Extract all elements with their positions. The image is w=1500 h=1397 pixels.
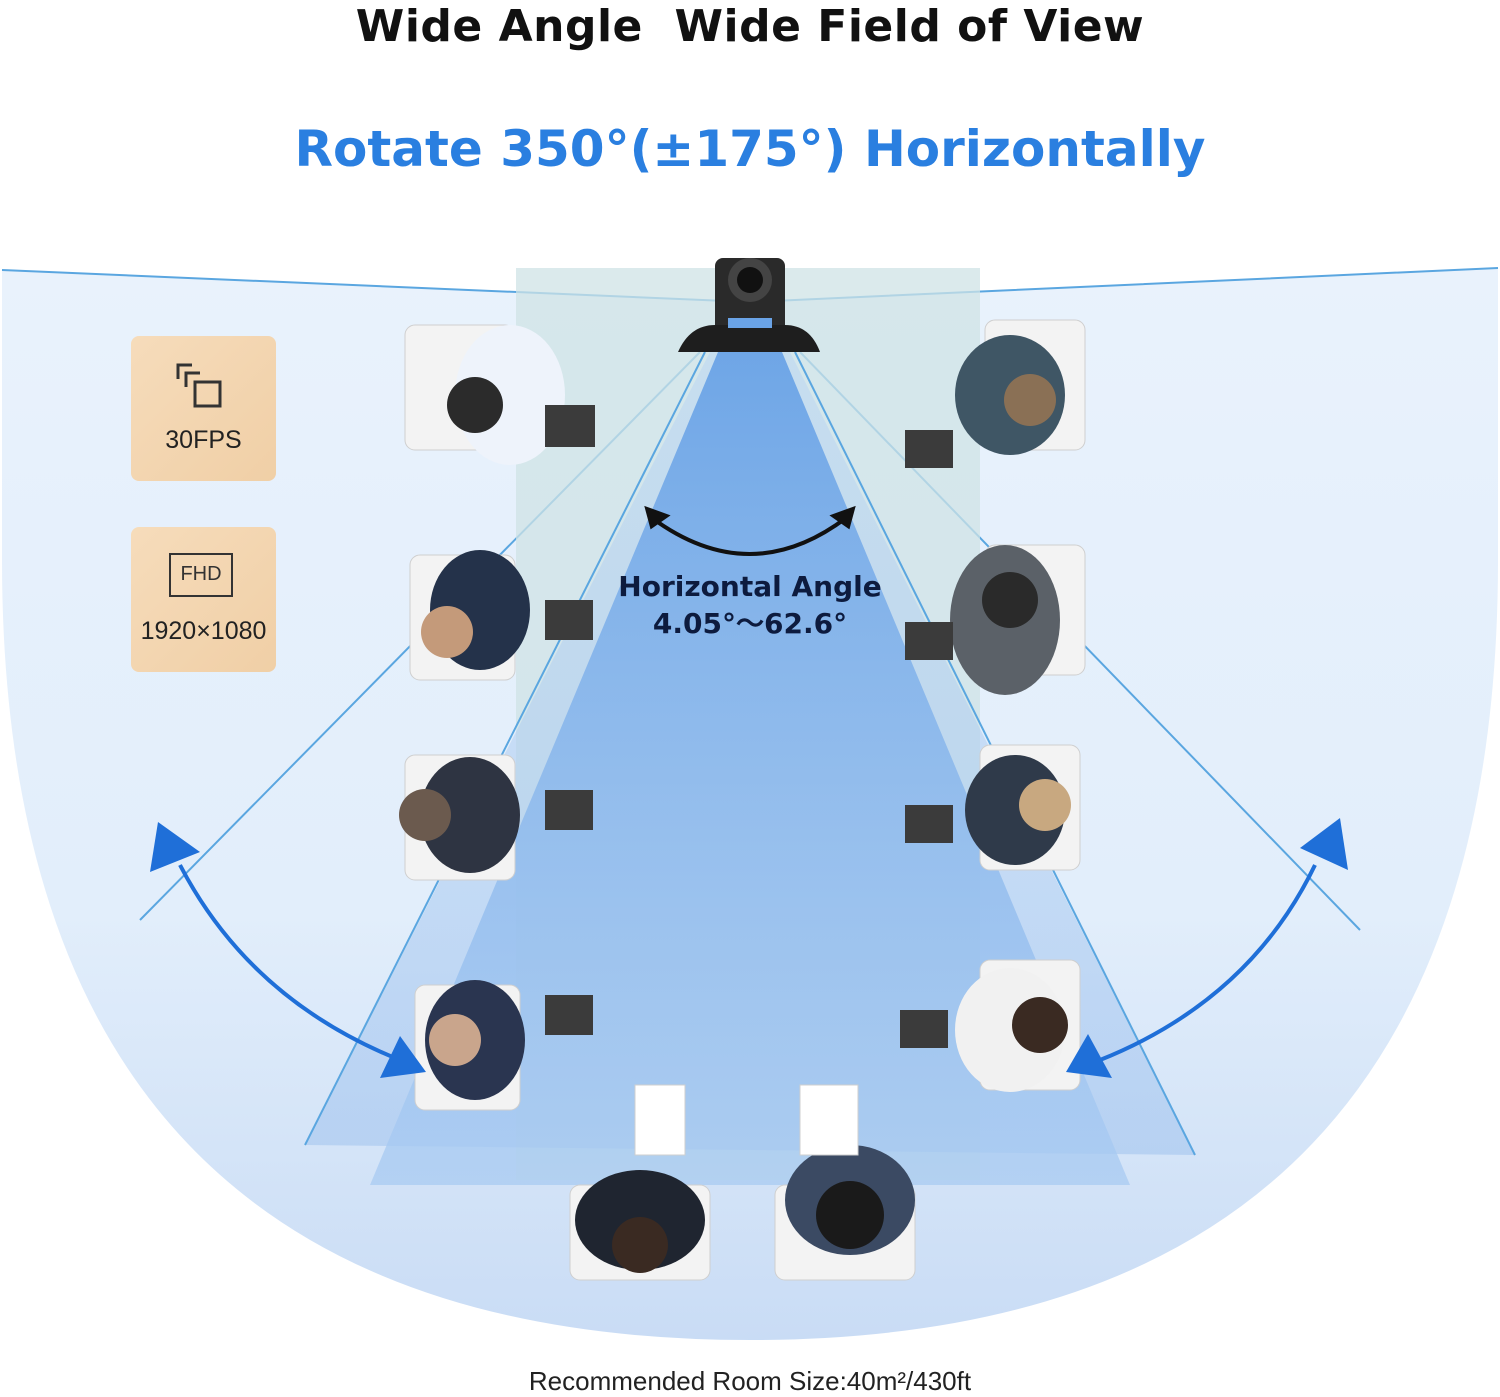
narrow-beam	[370, 352, 1130, 1185]
beam-edge-left	[304, 351, 706, 1146]
resolution-badge: FHD 1920×1080	[131, 527, 276, 672]
fhd-box-icon: FHD	[169, 553, 233, 597]
page-title: Wide Angle Wide Field of View	[355, 1, 1145, 52]
attendee-left-1	[404, 324, 595, 465]
fps-badge: 30FPS	[131, 336, 276, 481]
angle-line-1: Horizontal Angle	[618, 570, 882, 603]
attendee-right-3	[905, 744, 1081, 871]
rotation-arrow-right	[1066, 818, 1348, 1078]
attendee-left-3	[399, 754, 593, 881]
resolution-label: 1920×1080	[140, 617, 267, 645]
ptz-camera	[678, 258, 820, 352]
attendee-left-4	[414, 980, 593, 1111]
fps-label: 30FPS	[165, 426, 242, 454]
attendee-bottom-right	[774, 1084, 916, 1281]
page-subtitle: Rotate 350°(±175°) Horizontally	[294, 120, 1206, 178]
attendee-right-4	[900, 959, 1081, 1092]
attendees	[399, 319, 1086, 1281]
stacked-frames-icon	[176, 363, 222, 408]
angle-line-2: 4.05°～62.6°	[652, 607, 848, 640]
attendee-right-2	[905, 544, 1086, 695]
horizontal-angle-label: Horizontal Angle 4.05°～62.6°	[590, 568, 910, 642]
attendee-left-2	[409, 550, 593, 681]
rotation-arrow-left	[150, 822, 426, 1078]
angle-arc-arrow	[644, 505, 856, 556]
attendee-right-1	[905, 319, 1086, 468]
room-size-caption: Recommended Room Size:40m²/430ft	[528, 1366, 972, 1396]
attendee-bottom-left	[569, 1084, 711, 1281]
